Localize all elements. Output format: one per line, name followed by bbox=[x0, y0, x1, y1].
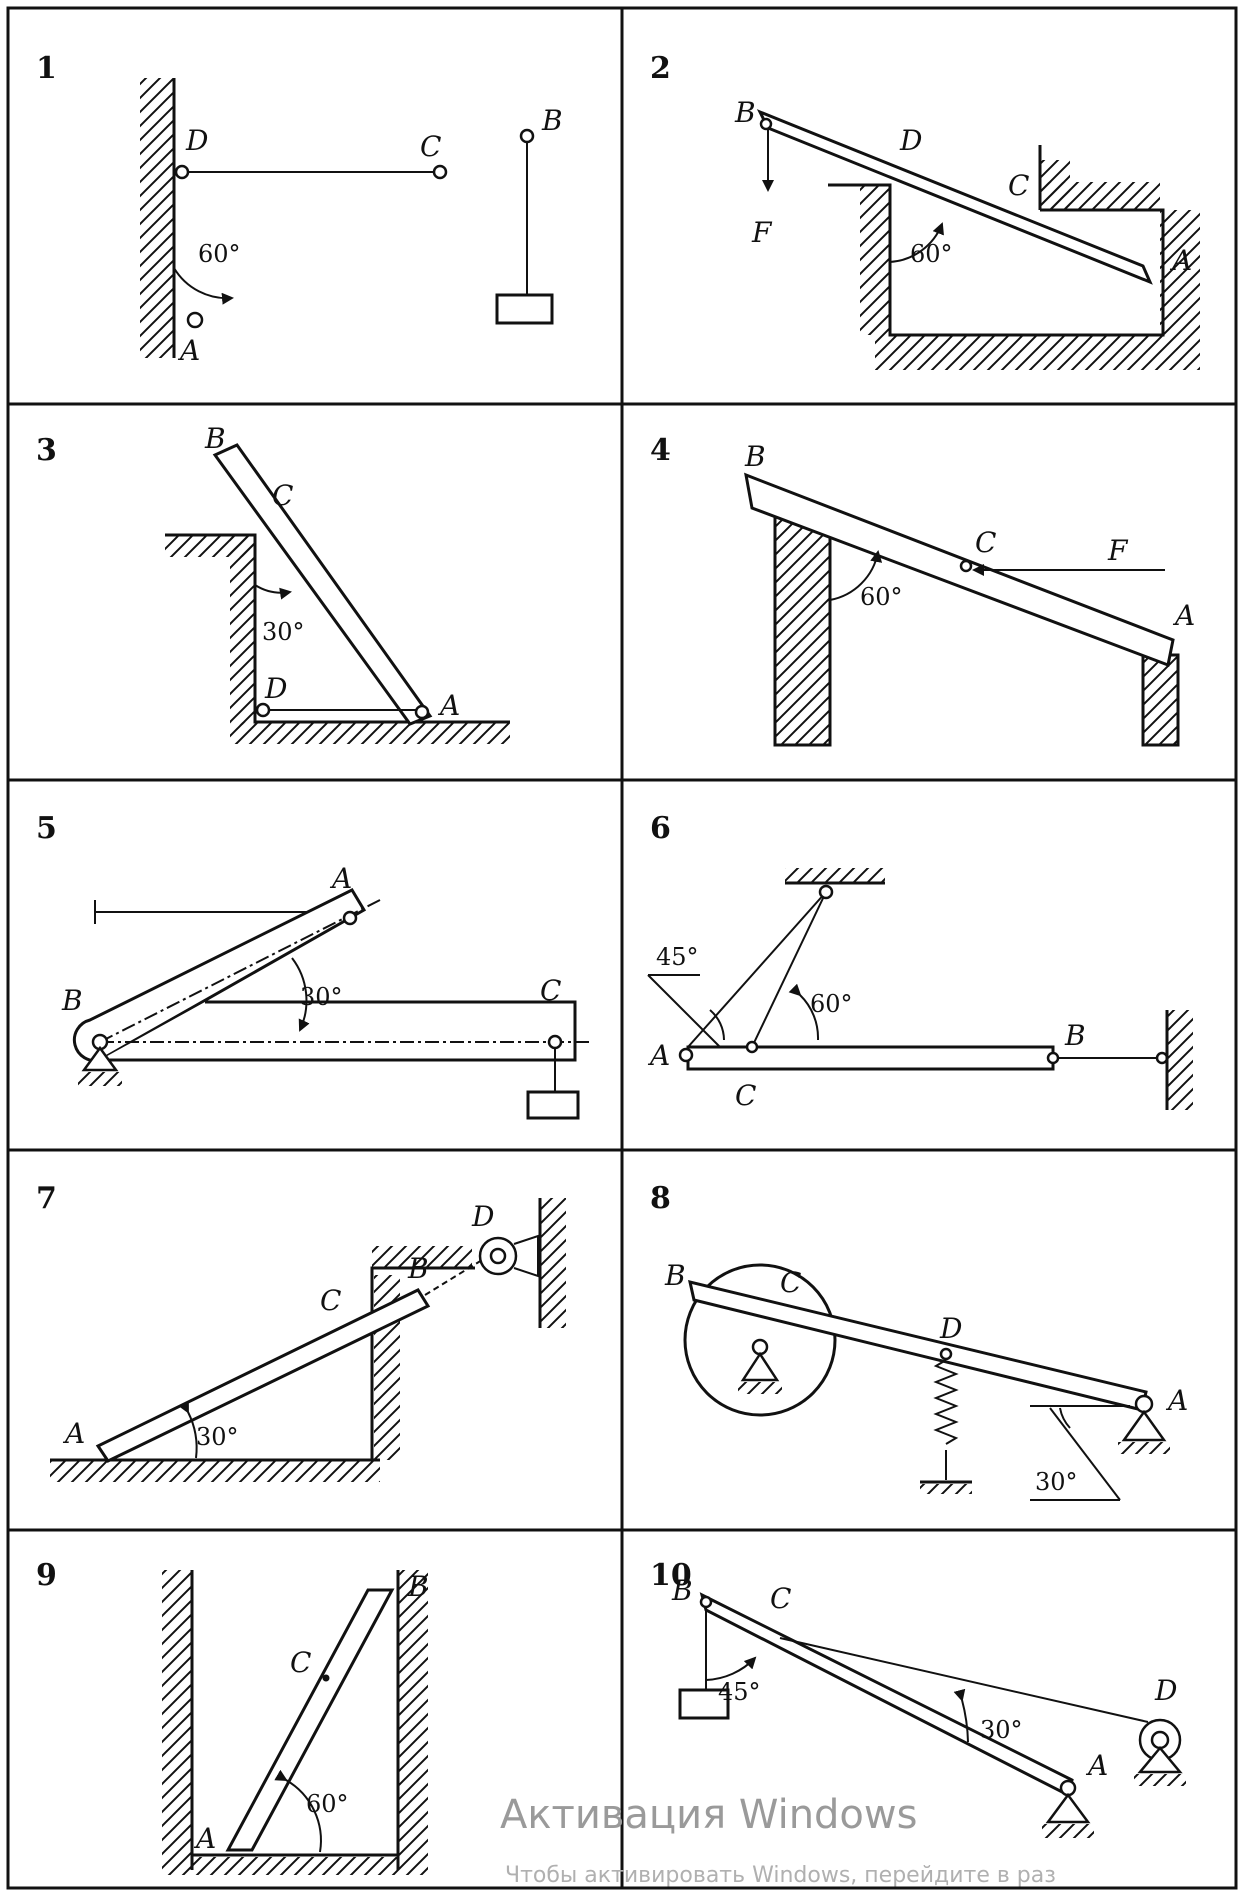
hinge-B bbox=[519, 128, 535, 144]
angle-label: 45° bbox=[718, 1678, 761, 1706]
point-label-A: A bbox=[1169, 244, 1192, 277]
panel-number: 4 bbox=[650, 433, 671, 468]
point-label-B: B bbox=[204, 422, 226, 455]
angle-label: 30° bbox=[300, 983, 343, 1011]
point-label-A: A bbox=[647, 1039, 670, 1072]
point-label-A: A bbox=[1172, 599, 1195, 632]
point-label-D: D bbox=[899, 124, 922, 157]
point-label-C: C bbox=[780, 1266, 801, 1299]
point-label-C: C bbox=[272, 479, 293, 512]
point-label-D: D bbox=[939, 1312, 962, 1345]
point-label-C: C bbox=[320, 1284, 341, 1317]
hinge-A bbox=[186, 311, 204, 329]
angle-label: 60° bbox=[198, 240, 241, 268]
point-label-B: B bbox=[407, 1252, 429, 1285]
point-label-B: B bbox=[407, 1570, 429, 1603]
point-label-C: C bbox=[735, 1079, 756, 1112]
panel-5: 5 30° A B C bbox=[36, 811, 590, 1120]
panel-1: 1 60° D C B A bbox=[36, 51, 563, 367]
panel-6: 6 45° 60° A C B bbox=[647, 811, 1193, 1112]
panel-number: 10 bbox=[650, 1558, 692, 1593]
point-label-C: C bbox=[540, 974, 561, 1007]
panel-grid bbox=[6, 6, 1238, 1890]
point-label-A: A bbox=[329, 862, 352, 895]
point-label-A: A bbox=[62, 1417, 85, 1450]
point-label-B: B bbox=[541, 104, 563, 137]
point-label-A: A bbox=[193, 1822, 216, 1855]
angle-label: 30° bbox=[262, 618, 305, 646]
point-label-C: C bbox=[1008, 169, 1029, 202]
panel-7: 7 30° A C B D bbox=[36, 1181, 566, 1482]
point-label-B: B bbox=[664, 1259, 686, 1292]
point-label-C: C bbox=[770, 1582, 791, 1615]
panel-8: 8 30° B C D A bbox=[650, 1181, 1188, 1501]
panel-number: 1 bbox=[36, 51, 57, 86]
angle-label: 30° bbox=[1035, 1468, 1078, 1496]
point-label-A: A bbox=[1085, 1749, 1108, 1782]
point-label-B: B bbox=[671, 1574, 693, 1607]
hinge-C bbox=[432, 164, 448, 180]
point-label-C: C bbox=[975, 526, 996, 559]
angle-label: 60° bbox=[306, 1790, 349, 1818]
panel-number: 9 bbox=[36, 1558, 57, 1593]
point-label-C: C bbox=[420, 130, 441, 163]
point-label-B: B bbox=[744, 440, 766, 473]
panel-number: 5 bbox=[36, 811, 57, 846]
panel-number: 7 bbox=[36, 1181, 57, 1216]
angle-label: 60° bbox=[810, 990, 853, 1018]
point-label-B: B bbox=[61, 984, 83, 1017]
watermark-title: Активация Windows bbox=[500, 1792, 917, 1838]
point-label-A: A bbox=[437, 689, 460, 722]
point-label-B: B bbox=[1064, 1019, 1086, 1052]
angle-label: 30° bbox=[196, 1423, 239, 1451]
load-box bbox=[495, 293, 554, 325]
point-label-D: D bbox=[1154, 1674, 1177, 1707]
panel-number: 2 bbox=[650, 51, 671, 86]
panel-2: 2 60° B D C A F bbox=[650, 51, 1200, 370]
angle-label: 60° bbox=[910, 240, 953, 268]
panel-10: 10 45° 30° B C D A bbox=[650, 1558, 1186, 1838]
point-label-C: C bbox=[290, 1646, 311, 1679]
panel-number: 6 bbox=[650, 811, 671, 846]
panel-4: 4 60° B C F A bbox=[650, 433, 1195, 747]
point-label-A: A bbox=[1165, 1384, 1188, 1417]
force-label-F: F bbox=[1107, 534, 1129, 567]
point-label-D: D bbox=[264, 672, 287, 705]
angle-label: 60° bbox=[860, 583, 903, 611]
point-label-D: D bbox=[471, 1200, 494, 1233]
point-label-A: A bbox=[177, 334, 200, 367]
panel-3: 3 30° B C D A bbox=[36, 422, 510, 744]
panel-number: 3 bbox=[36, 433, 57, 468]
panel-9: 9 60° C B A bbox=[36, 1558, 429, 1875]
point-label-D: D bbox=[185, 124, 208, 157]
angle-label: 45° bbox=[656, 943, 699, 971]
watermark-subtitle: Чтобы активировать Windows, перейдите в … bbox=[505, 1863, 1056, 1888]
hinge-D bbox=[174, 164, 190, 180]
windows-activation-watermark: Активация Windows Чтобы активировать Win… bbox=[500, 1792, 1056, 1888]
point-label-B: B bbox=[734, 96, 756, 129]
angle-label: 30° bbox=[980, 1716, 1023, 1744]
force-label-F: F bbox=[751, 216, 773, 249]
panel-number: 8 bbox=[650, 1181, 671, 1216]
